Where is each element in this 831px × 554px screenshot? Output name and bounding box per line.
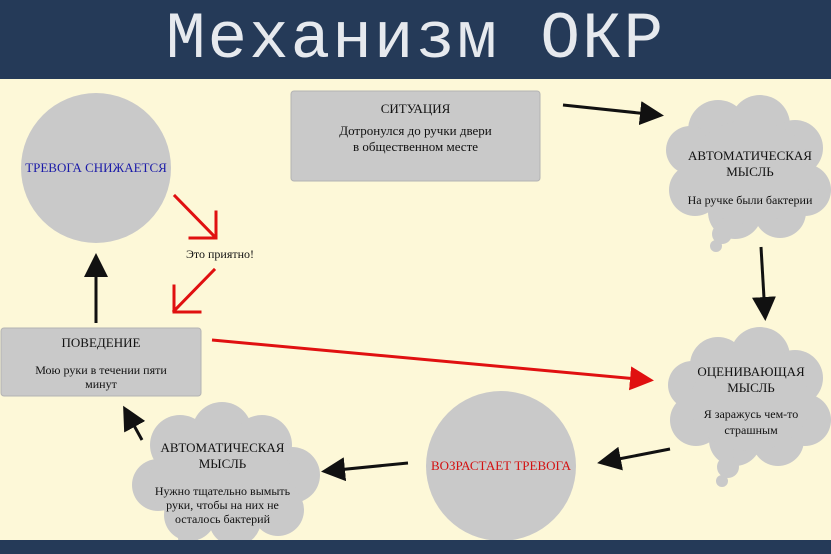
red-arrow-down-left	[171, 267, 217, 314]
arrow-situation-to-thought	[562, 101, 664, 126]
behavior-heading: ПОВЕДЕНИЕ	[61, 335, 141, 350]
auto-thought-bottom-text: АВТОМАТИЧЕСКАЯ МЫСЛЬ Нужно тщательно вым…	[140, 440, 305, 526]
arrow-evaluation-to-anxiety	[597, 446, 671, 471]
behavior-box	[0, 327, 202, 397]
evaluating-thought-description: Я заражусь чем-то страшным	[703, 407, 799, 437]
anxiety-falls-text: ТРЕВОГА СНИЖАЕТСЯ	[25, 160, 167, 175]
situation-description: Дотронулся до ручки двери в общественном…	[339, 123, 492, 154]
title-banner: Механизм ОКР	[0, 0, 831, 79]
bottom-bar	[0, 540, 831, 554]
arrow-anxiety-to-thought	[321, 457, 409, 482]
anxiety-rises-text: ВОЗРАСТАЕТ ТРЕВОГА	[430, 458, 572, 473]
situation-box	[290, 90, 541, 182]
arrow-thought-to-behavior	[123, 405, 146, 441]
evaluating-thought-text: ОЦЕНИВАЮЩАЯ МЫСЛЬ Я заражусь чем-то стра…	[676, 364, 826, 438]
anxiety-rises-circle	[426, 391, 576, 541]
auto-thought-bottom-cloud	[132, 402, 320, 548]
auto-thought-top-cloud	[666, 95, 831, 252]
auto-thought-top-heading: АВТОМАТИЧЕСКАЯ МЫСЛЬ	[688, 148, 812, 179]
auto-thought-top-text: АВТОМАТИЧЕСКАЯ МЫСЛЬ На ручке были бакте…	[672, 148, 828, 208]
situation-heading: СИТУАЦИЯ	[380, 101, 451, 116]
evaluating-thought-cloud	[668, 327, 831, 487]
pleasant-note: Это приятно!	[185, 247, 255, 261]
behavior-description: Мою руки в течении пяти минут	[35, 363, 167, 391]
situation-text: СИТУАЦИЯ Дотронулся до ручки двери в общ…	[291, 101, 540, 155]
anxiety-falls-circle	[21, 93, 171, 243]
auto-thought-bottom-description: Нужно тщательно вымыть руки, чтобы на ни…	[154, 484, 291, 526]
auto-thought-bottom-heading: АВТОМАТИЧЕСКАЯ МЫСЛЬ	[160, 440, 285, 471]
behavior-text: ПОВЕДЕНИЕ Мою руки в течении пяти минут	[1, 335, 201, 391]
red-arrow-down-right	[172, 193, 218, 240]
page-title: Механизм ОКР	[165, 1, 666, 77]
auto-thought-top-description: На ручке были бактерии	[687, 193, 813, 207]
arrow-thought-to-evaluation	[751, 246, 776, 321]
arrow-behavior-to-evaluation-red	[211, 338, 654, 391]
evaluating-thought-heading: ОЦЕНИВАЮЩАЯ МЫСЛЬ	[697, 364, 805, 395]
